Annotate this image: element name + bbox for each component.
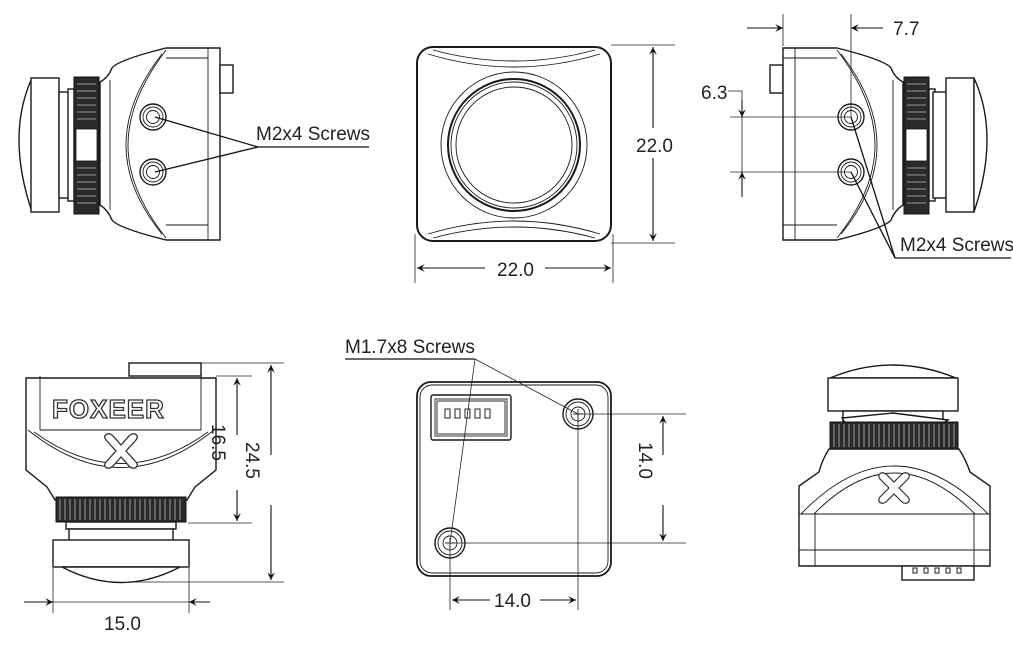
camera-body [798, 448, 991, 567]
lens-dome [973, 77, 988, 213]
connector-tab [769, 64, 784, 94]
lens-width-dim: 15.0 [104, 614, 141, 635]
screw-callout-label: M1.7x8 Screws [345, 337, 475, 358]
screw-hole-upper [139, 103, 167, 131]
lens-barrel [30, 77, 60, 213]
front-view: 22.0 22.0 [414, 44, 675, 283]
focus-ring [73, 76, 100, 215]
body-height-dim: 16.5 [207, 424, 228, 461]
foxeer-x-logo [878, 472, 910, 504]
lens-barrel [52, 539, 190, 568]
connector-socket [430, 394, 512, 441]
screw-spacing-dim: 6.3 [701, 83, 727, 104]
rear-view: M1.7x8 Screws 14.0 14.0 [345, 337, 686, 612]
lens-dome [829, 364, 957, 379]
callout-leader [850, 116, 1011, 259]
bottom-view [798, 364, 991, 581]
front-height-dim: 22.0 [636, 136, 673, 157]
brand-logo: FOXEER [52, 394, 165, 424]
lens-dome [61, 566, 181, 584]
lens-outer-ring [440, 71, 588, 219]
front-width-dim: 22.0 [497, 260, 534, 281]
lens-glass [455, 86, 573, 204]
callout-leader [345, 358, 579, 544]
right-side-view: 7.7 6.3 M2x4 Screws [701, 14, 1013, 259]
screw-callout-label: M2x4 Screws [256, 124, 370, 145]
connector-tab [219, 64, 234, 94]
focus-ring [829, 421, 959, 450]
lens-neck [932, 91, 948, 199]
rear-horizontal-dim: 14.0 [494, 591, 531, 612]
offset-dim: 7.7 [893, 19, 919, 40]
thread-ring [67, 88, 75, 202]
left-side-view: M2x4 Screws [18, 47, 370, 241]
lens-barrel [945, 77, 975, 213]
focus-ring [55, 496, 187, 523]
rear-vertical-dim: 14.0 [634, 442, 655, 479]
camera-body [99, 47, 221, 241]
foxeer-x-logo [104, 433, 138, 469]
focus-ring [903, 76, 930, 215]
lens-dome [18, 77, 33, 213]
connector-tab [128, 362, 202, 377]
screw-callout-label: M2x4 Screws [900, 235, 1013, 256]
connector-socket [901, 565, 975, 581]
lens-neck [68, 528, 174, 542]
camera-body [25, 377, 217, 501]
screw-hole-lower [139, 158, 167, 186]
lens-barrel [827, 377, 959, 412]
callout-leader [154, 116, 369, 173]
total-height-dim: 24.5 [241, 442, 262, 479]
thread-ring [65, 521, 177, 530]
camera-body [782, 47, 904, 241]
top-view: FOXEER 16.5 [24, 362, 284, 635]
